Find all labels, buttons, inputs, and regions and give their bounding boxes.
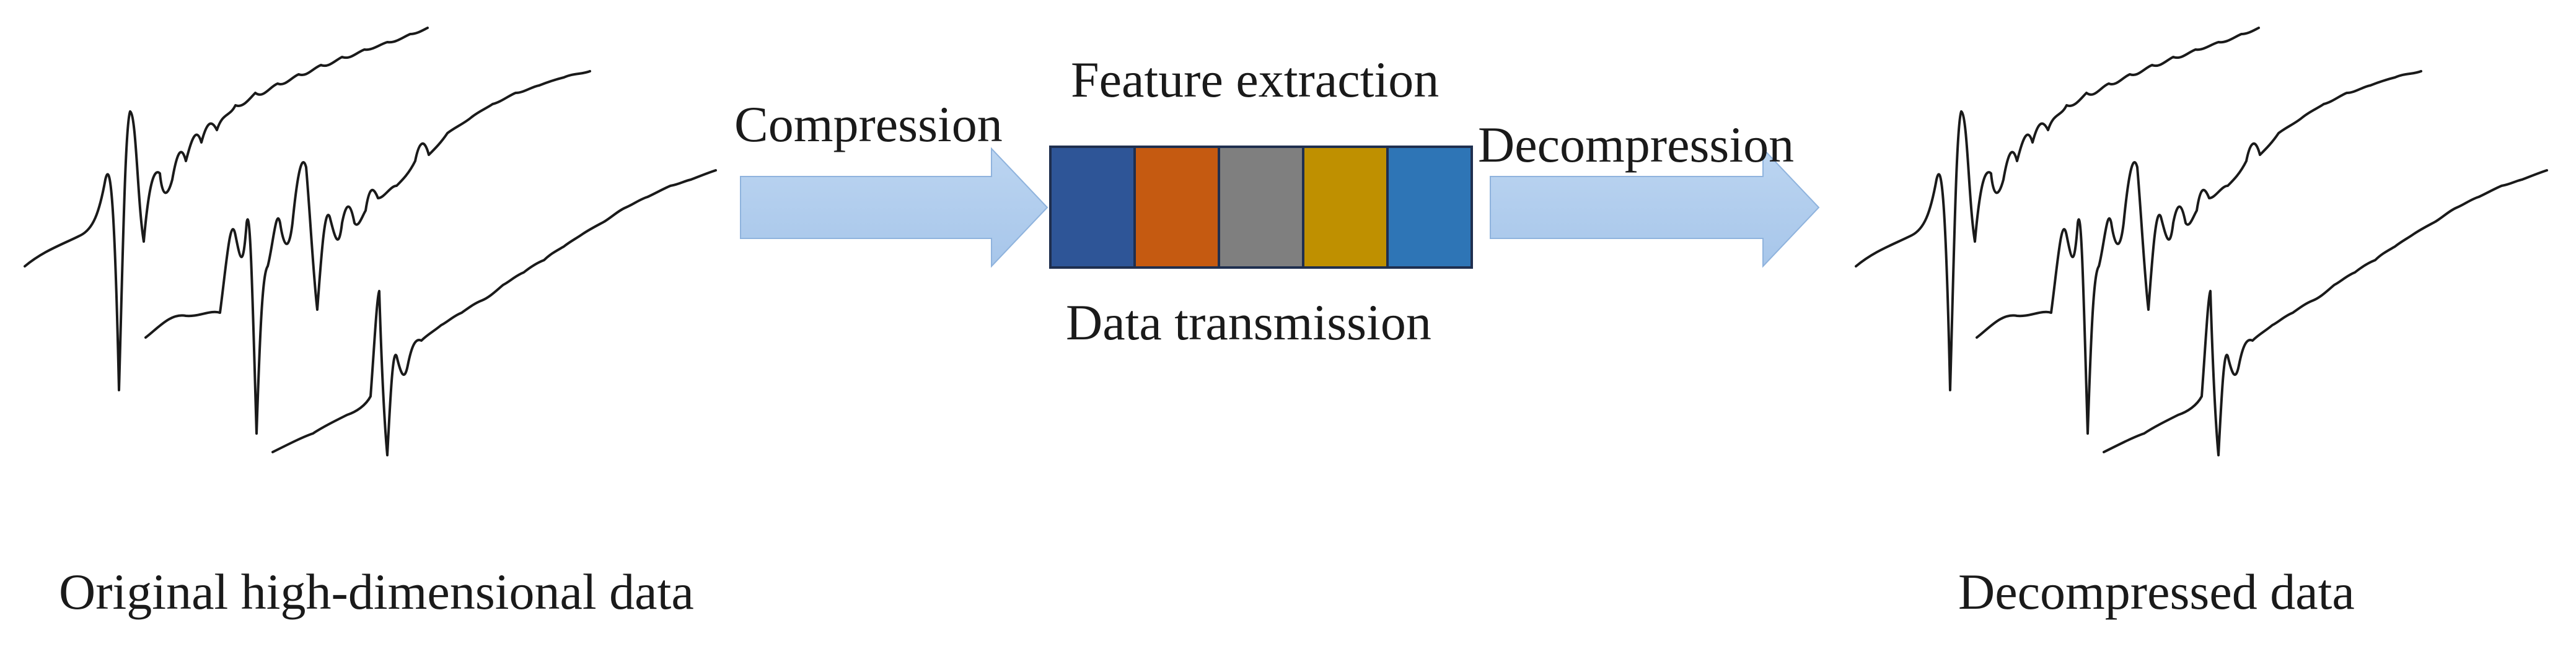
decompressed-signal-trace-1 [1855, 27, 2260, 391]
original-signal-trace-1 [24, 27, 429, 391]
data-transmission-label: Data transmission [1066, 294, 1431, 351]
decompression-arrow-icon [1490, 147, 1820, 268]
compression-arrow-icon [740, 147, 1048, 268]
feature-block-5 [1386, 146, 1473, 269]
feature-block-2 [1133, 146, 1220, 269]
original-signal-trace-2 [144, 70, 591, 435]
decompression-label: Decompression [1478, 116, 1795, 173]
feature-block-1 [1049, 146, 1136, 269]
decompressed-signal-trace-2 [1976, 70, 2422, 435]
compression-label: Compression [734, 96, 1003, 152]
decompressed-signal-trace-3 [2103, 169, 2548, 456]
decompressed-data-caption: Decompressed data [1958, 564, 2355, 620]
feature-extraction-label: Feature extraction [1071, 51, 1440, 108]
original-data-caption: Original high-dimensional data [59, 564, 694, 620]
original-signal-trace-3 [271, 169, 717, 456]
feature-block-row [1049, 146, 1473, 269]
feature-block-4 [1302, 146, 1389, 269]
feature-block-3 [1218, 146, 1304, 269]
original-signals-icon [24, 27, 717, 456]
decompressed-signals-icon [1855, 27, 2548, 456]
